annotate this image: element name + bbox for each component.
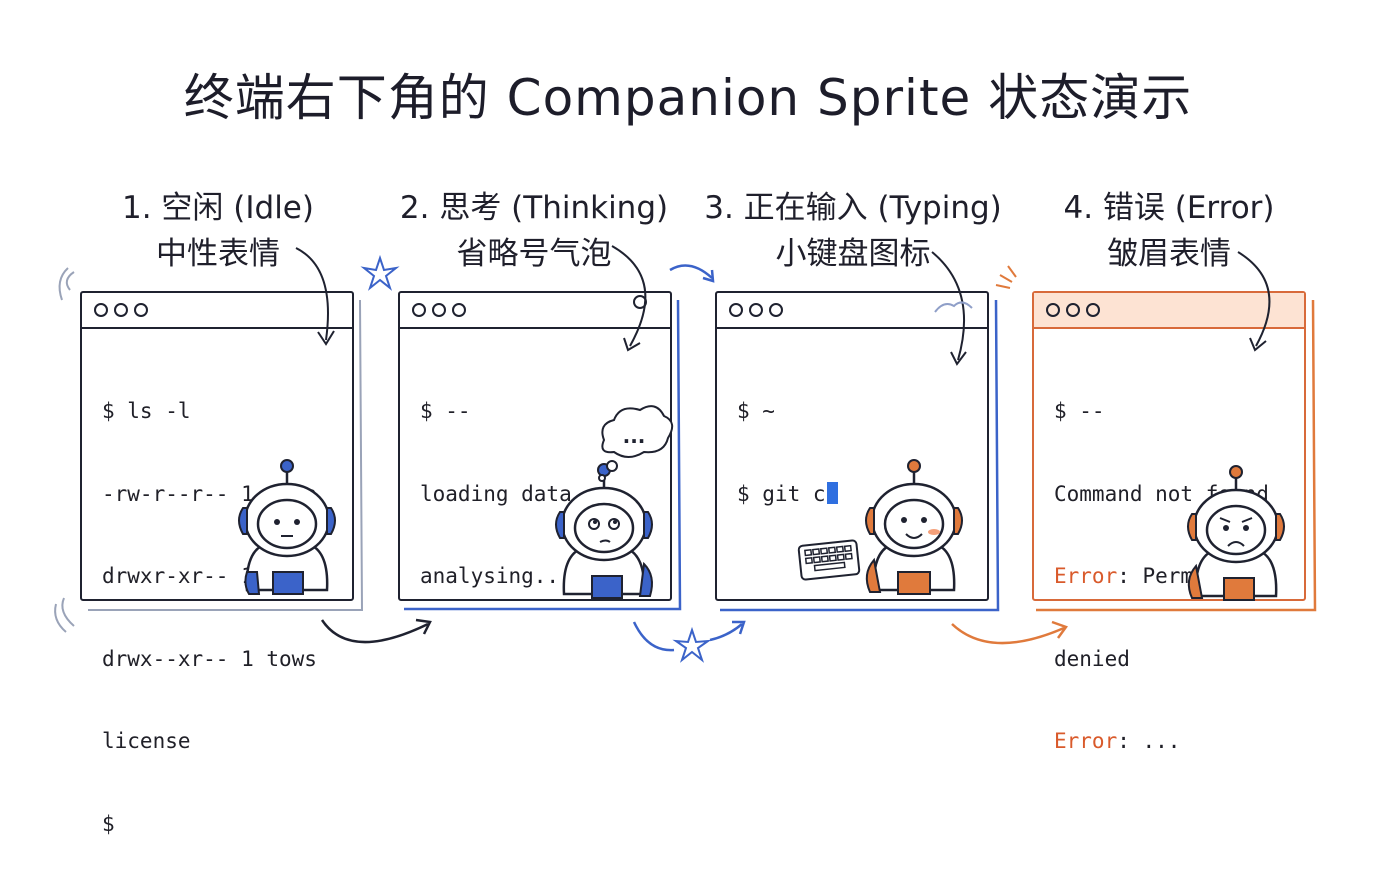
flow-arrow-icon [669,264,713,279]
decor-layer-front: ... [238,245,1285,663]
window-dot-icon [769,303,783,317]
star-icon [672,626,712,663]
keyboard-icon [797,539,861,581]
terminal-line: denied [1054,646,1130,671]
robot-sprite-thinking [555,463,653,599]
window-dot-icon [412,303,426,317]
window-dot-icon [94,303,108,317]
terminal-line: drwx--xr-- 1 tows [102,646,317,671]
terminal-titlebar [1034,293,1304,329]
error-message: : ... [1117,729,1181,753]
thought-bubble-icon [633,295,647,309]
terminal-titlebar [717,293,987,329]
error-label: Error [1054,729,1118,753]
page-title: 终端右下角的 Companion Sprite 状态演示 [183,69,1193,127]
terminal-line: $ -- [420,399,471,423]
terminal-typed-text: $ git c [737,481,826,506]
robot-sprite-idle [238,459,336,595]
terminal-titlebar [82,293,352,329]
down-arrow-icon [950,351,967,366]
flow-arrow-icon [709,623,743,642]
window-dot-icon [1086,303,1100,317]
down-arrow-icon [1237,251,1271,347]
down-arrow-icon [931,251,965,361]
down-arrow-icon [611,245,647,347]
window-dot-icon [114,303,128,317]
panel-header-thinking: 2. 思考 (Thinking) 省略号气泡 [374,188,694,276]
terminal-line: Error: ... [1054,728,1298,756]
down-arrow-icon [317,330,335,346]
panel-heading-idle: 1. 空闲 (Idle) [122,190,314,226]
terminal-output: $ ~ $ git c [737,343,981,563]
alert-spark-icon [995,265,1017,289]
window-dot-icon [432,303,446,317]
terminal-line: $ -- [1054,399,1105,423]
window-dot-icon [749,303,763,317]
thought-bubble-text: ... [623,424,646,448]
flow-arrow-icon [320,619,429,644]
panel-heading-thinking: 2. 思考 (Thinking) [399,190,669,226]
panel-header-idle: 1. 空闲 (Idle) 中性表情 [58,188,378,276]
cloud-icon [934,301,973,313]
star-icon [360,254,400,291]
panel-heading-error: 4. 错误 (Error) [1063,190,1275,226]
panel-heading-typing: 3. 正在输入 (Typing) [704,190,1002,226]
flow-arrow-icon [951,623,1065,645]
decor-layer-back [54,265,1317,633]
text-cursor [826,481,838,504]
terminal-line: $ ~ [737,399,775,423]
panel-header-error: 4. 错误 (Error) 皱眉表情 [1009,188,1329,276]
flow-arrow-icon [632,621,675,652]
flow-arrow-icon [415,618,432,635]
terminal-line: $ [102,811,115,836]
flow-arrow-icon [732,620,746,635]
panel-shadow-typing [720,299,1000,612]
terminal-titlebar [400,293,670,329]
window-dot-icon [1066,303,1080,317]
terminal-line: license [102,729,191,753]
window-dot-icon [134,303,148,317]
thought-bubble-icon [598,405,674,482]
flow-arrow-icon [702,269,715,283]
motion-lines-icon [58,267,75,301]
down-arrow-icon [1249,337,1267,352]
panel-subtitle-error: 皱眉表情 [1107,236,1231,272]
motion-lines-icon [54,597,75,633]
window-dot-icon [452,303,466,317]
terminal-line: analysing... [420,564,572,588]
terminal-output: $ -- loading data... analysing... [420,343,664,646]
window-dot-icon [1046,303,1060,317]
error-label: Error [1054,564,1118,588]
terminal-line: $ git c [737,481,981,509]
terminal-line: $ ls -l [102,399,191,423]
panel-shadow-thinking [404,299,682,611]
window-dot-icon [729,303,743,317]
panel-header-typing: 3. 正在输入 (Typing) 小键盘图标 [693,188,1013,276]
panel-subtitle-idle: 中性表情 [156,236,280,272]
robot-sprite-error [1187,465,1285,601]
down-arrow-icon [295,247,329,341]
terminal-line: loading data... [420,481,610,506]
flow-arrow-icon [1051,620,1068,639]
panel-shadow-error [1036,299,1317,612]
panel-subtitle-thinking: 省略号气泡 [456,236,612,272]
panel-subtitle-typing: 小键盘图标 [775,236,931,272]
panel-shadow-idle [88,299,364,611]
robot-sprite-typing [865,459,963,595]
down-arrow-icon [623,337,641,352]
